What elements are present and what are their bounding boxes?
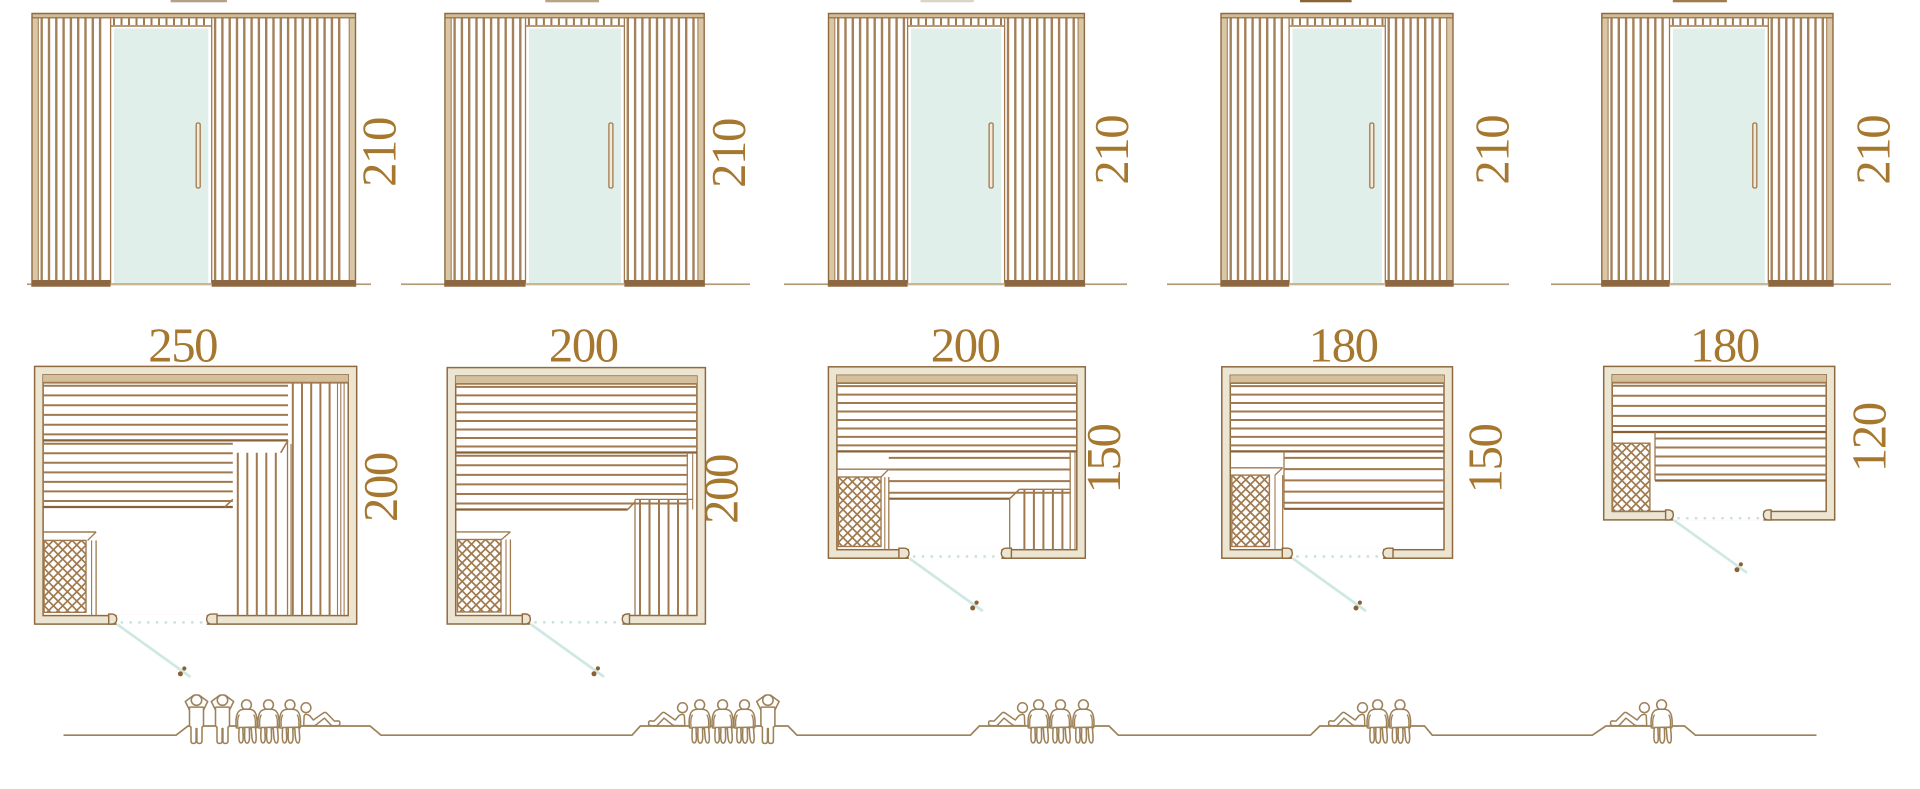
svg-text:200: 200: [354, 453, 408, 522]
svg-text:200: 200: [695, 455, 749, 524]
svg-text:120: 120: [1843, 403, 1897, 472]
svg-text:150: 150: [1459, 425, 1513, 494]
svg-text:200: 200: [931, 319, 1000, 373]
svg-text:250: 250: [148, 319, 217, 373]
svg-text:210: 210: [353, 118, 407, 187]
svg-text:180: 180: [1690, 319, 1759, 373]
svg-text:200: 200: [549, 319, 618, 373]
svg-text:210: 210: [1466, 116, 1520, 185]
svg-text:150: 150: [1077, 425, 1131, 494]
svg-text:210: 210: [1085, 116, 1139, 185]
svg-text:210: 210: [702, 119, 756, 188]
svg-text:210: 210: [1847, 116, 1901, 185]
svg-text:180: 180: [1309, 319, 1378, 373]
